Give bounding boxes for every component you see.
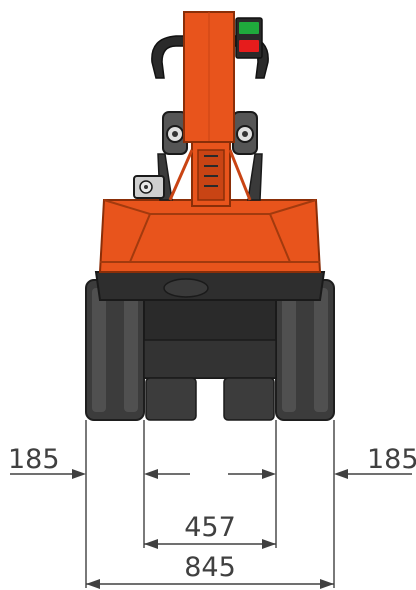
overall-width-label: 845	[184, 552, 236, 583]
overall-width-dimension: 845	[86, 552, 334, 589]
right-track-width-label: 185	[367, 444, 416, 475]
dimension-lines: 185 185 457 845	[8, 420, 416, 589]
green-status-lamp	[239, 22, 259, 34]
left-track-width-label: 185	[8, 444, 60, 475]
red-status-lamp	[239, 40, 259, 52]
left-track	[85, 279, 145, 421]
central-mast	[168, 11, 252, 207]
inner-gap-label: 457	[184, 512, 236, 543]
machine-drawing	[85, 11, 335, 421]
undercarriage-frame	[143, 299, 277, 421]
right-track-dimension: 185	[228, 444, 416, 479]
indicator-panel	[235, 17, 263, 59]
lower-body-plate	[94, 271, 326, 301]
upper-body	[98, 199, 322, 273]
inner-gap-dimension: 457	[144, 512, 276, 549]
right-track	[275, 279, 335, 421]
right-cylinder	[232, 111, 258, 155]
hitch-block	[133, 175, 165, 199]
left-track-dimension: 185	[8, 444, 190, 479]
left-cylinder	[162, 111, 188, 155]
